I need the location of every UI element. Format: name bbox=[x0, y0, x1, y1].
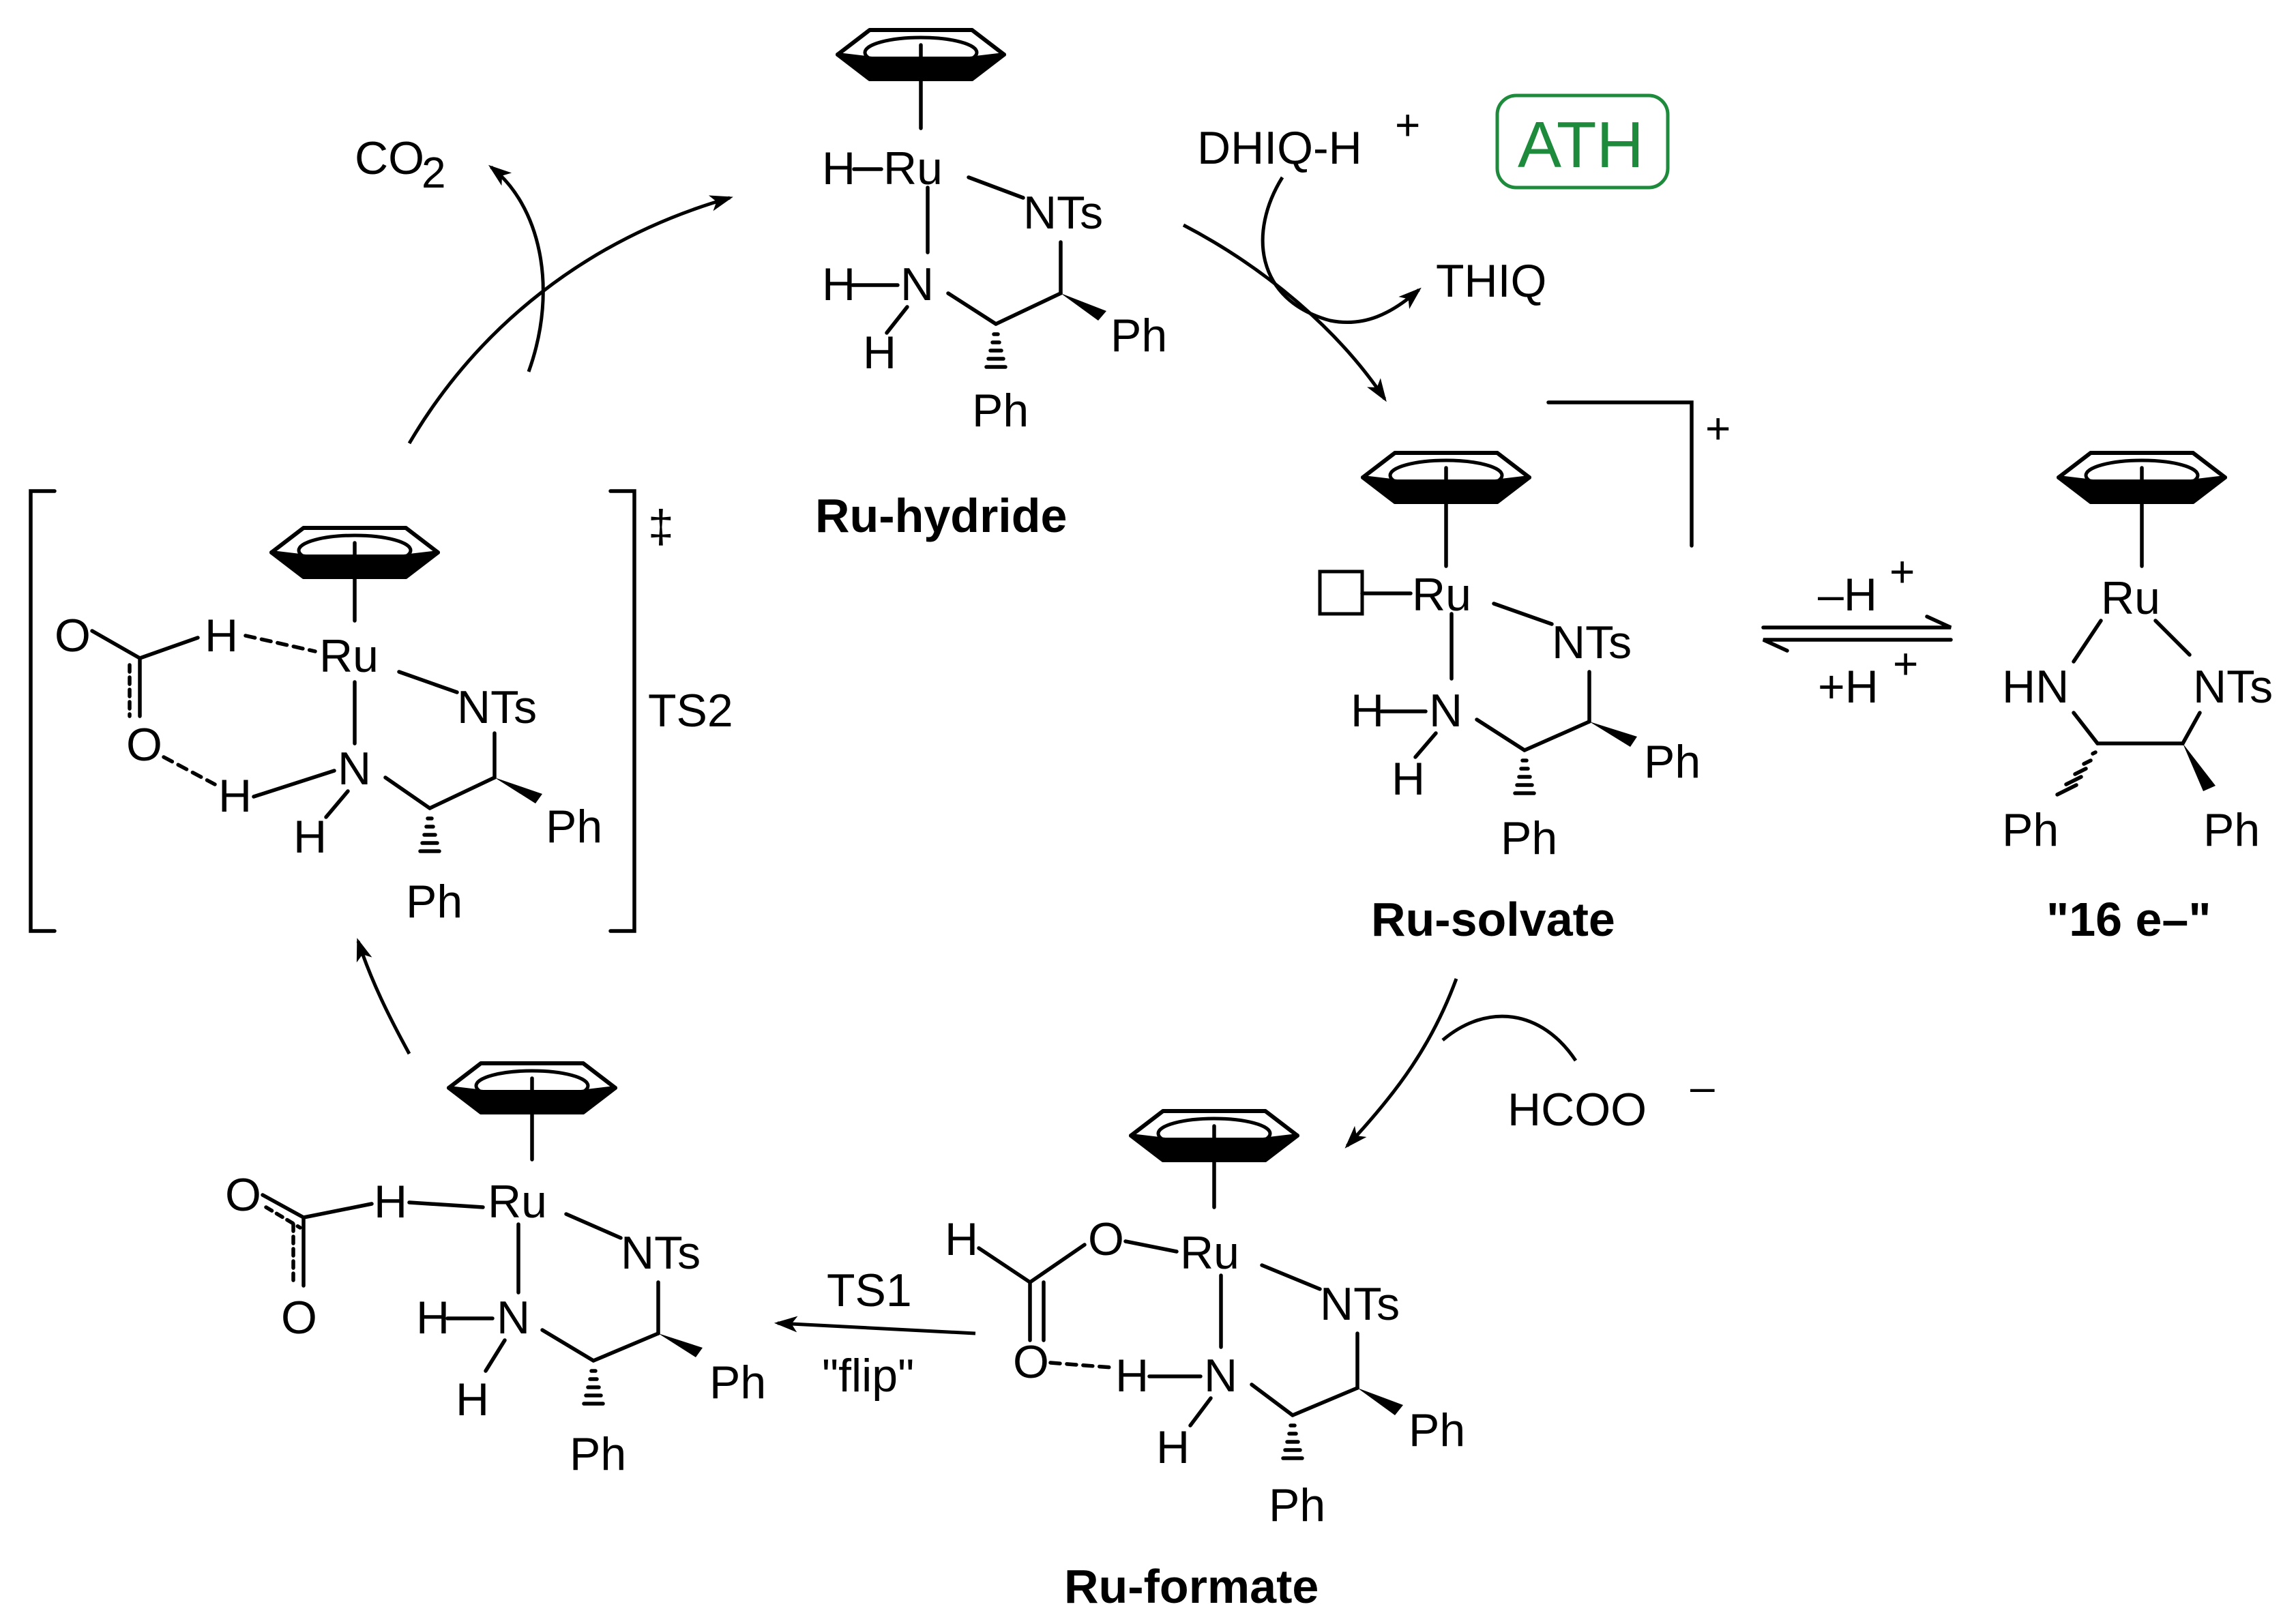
bridging-h-n: H bbox=[218, 770, 252, 822]
ru-hydride-complex: H Ru NTs N H H Ph Ph Ru-hydride bbox=[815, 30, 1167, 542]
arene-ring-icon bbox=[1131, 1111, 1297, 1160]
sixteen-electron-complex: Ru HN NTs Ph Ph "16 e–" bbox=[2002, 453, 2273, 946]
substrate-arrow bbox=[1261, 176, 1422, 325]
bridging-h-ru: H bbox=[205, 610, 238, 662]
hcoo-superscript: – bbox=[1690, 1062, 1715, 1111]
ts-bracket-right bbox=[608, 489, 636, 933]
phenyl-bottom: Ph bbox=[1269, 1479, 1325, 1531]
phenyl-right: Ph bbox=[546, 801, 602, 853]
ru-solvate-complex: Ru NTs N H H Ph Ph + Ru-solvate bbox=[1318, 400, 1731, 946]
ru-solvate-label: Ru-solvate bbox=[1371, 893, 1615, 946]
ru-atom: Ru bbox=[1412, 569, 1471, 621]
formate-o-bottom: O bbox=[126, 719, 162, 771]
arene-ring-icon bbox=[449, 1063, 615, 1112]
nts-group: NTs bbox=[457, 681, 537, 733]
amine-h2: H bbox=[1156, 1421, 1190, 1473]
amine-h2: H bbox=[863, 327, 896, 379]
nts-group: NTs bbox=[621, 1227, 701, 1279]
stereo-hash-left bbox=[2055, 750, 2098, 797]
amine-h1: H bbox=[1351, 685, 1384, 737]
co2-o-bottom: O bbox=[281, 1292, 317, 1344]
phenyl-right: Ph bbox=[1409, 1404, 1465, 1456]
equilibrium-arrows: –H + +H + bbox=[1761, 547, 1953, 713]
ts1-label: TS1 bbox=[827, 1265, 912, 1316]
phenyl-right: Ph bbox=[1110, 310, 1167, 361]
nts-group: NTs bbox=[2193, 661, 2273, 713]
ru-atom: Ru bbox=[883, 143, 943, 194]
ru-hydride-label: Ru-hydride bbox=[815, 489, 1067, 542]
phenyl-right: Ph bbox=[2203, 804, 2260, 856]
plus-charge: + bbox=[1705, 404, 1731, 453]
minus-h-sup: + bbox=[1889, 547, 1915, 596]
cycle-arrow-hydride-to-solvate bbox=[1182, 223, 1387, 402]
hydride-h: H bbox=[374, 1176, 407, 1228]
phenyl-right: Ph bbox=[709, 1357, 766, 1408]
arene-ring-icon bbox=[838, 30, 1004, 79]
plus-h-text: +H bbox=[1818, 661, 1879, 713]
amine-h: H bbox=[293, 811, 327, 863]
amine-h2: H bbox=[1392, 753, 1425, 805]
hydride-h: H bbox=[822, 143, 855, 194]
amine-n: N bbox=[338, 743, 371, 795]
ru-formate-complex: Ru O H O H N NTs H Ph Ph Ru-formate bbox=[945, 1111, 1465, 1611]
co2-text: CO bbox=[355, 132, 424, 184]
ru-atom: Ru bbox=[319, 630, 379, 682]
arene-ring-icon bbox=[2059, 453, 2225, 502]
ts-bracket-left bbox=[29, 489, 57, 933]
co2-subscript: 2 bbox=[422, 148, 446, 197]
arene-ring-icon bbox=[1363, 453, 1529, 502]
ts2-complex: Ru NTs N H H Ph Ph H O O ‡ TS2 bbox=[29, 489, 733, 933]
plus-h-sup: + bbox=[1893, 639, 1918, 688]
co2-o-top: O bbox=[225, 1169, 261, 1221]
phenyl-bottom: Ph bbox=[1501, 812, 1557, 864]
phenyl-right: Ph bbox=[1644, 736, 1701, 788]
co2-release-arrow bbox=[488, 164, 545, 372]
ath-badge-text: ATH bbox=[1518, 108, 1644, 181]
hn-group: HN bbox=[2002, 661, 2069, 713]
amine-h1: H bbox=[416, 1292, 450, 1344]
ath-badge: ATH bbox=[1495, 93, 1670, 190]
amine-h1: H bbox=[822, 258, 855, 310]
dhiq-text: DHIQ-H bbox=[1197, 122, 1362, 174]
phenyl-bottom: Ph bbox=[406, 876, 462, 928]
charge-bracket bbox=[1546, 400, 1694, 548]
ts1-flip-arrow bbox=[774, 1316, 976, 1335]
ru-atom: Ru bbox=[488, 1176, 547, 1228]
formate-h: H bbox=[945, 1213, 978, 1265]
formate-o-top: O bbox=[55, 610, 91, 662]
nts-group: NTs bbox=[1023, 187, 1103, 239]
formate-addition-arrow bbox=[1441, 1014, 1578, 1062]
ru-formate-label: Ru-formate bbox=[1064, 1560, 1319, 1611]
dhiq-superscript: + bbox=[1395, 100, 1420, 149]
phenyl-bottom: Ph bbox=[570, 1428, 626, 1480]
formate-o-bottom: O bbox=[1013, 1336, 1049, 1388]
nts-group: NTs bbox=[1320, 1278, 1400, 1330]
ru-atom: Ru bbox=[1180, 1227, 1239, 1279]
amine-n: N bbox=[1204, 1350, 1237, 1402]
dagger-mark: ‡ bbox=[648, 501, 674, 552]
vacant-site-square bbox=[1318, 570, 1364, 616]
amine-n: N bbox=[900, 258, 934, 310]
arene-ring-icon bbox=[271, 528, 438, 577]
amine-h2: H bbox=[456, 1374, 489, 1425]
phenyl-bottom: Ph bbox=[972, 385, 1029, 437]
ts2-label: TS2 bbox=[648, 685, 733, 737]
cycle-arrow-to-ts2 bbox=[356, 938, 411, 1055]
cycle-arrow-solvate-to-formate bbox=[1344, 978, 1458, 1149]
phenyl-left: Ph bbox=[2002, 804, 2059, 856]
amine-n: N bbox=[497, 1292, 530, 1344]
ru-hydride-co2-complex: Ru H NTs N H H Ph Ph O O bbox=[225, 1063, 766, 1480]
sixteen-e-label: "16 e–" bbox=[2046, 893, 2211, 946]
nts-group: NTs bbox=[1552, 617, 1632, 668]
cycle-arrow-ts2-to-hydride bbox=[407, 195, 733, 445]
minus-h-text: –H bbox=[1818, 569, 1877, 621]
bridging-h: H bbox=[1115, 1350, 1149, 1402]
amine-n: N bbox=[1429, 685, 1462, 737]
ru-atom: Ru bbox=[2101, 572, 2160, 624]
flip-label: "flip" bbox=[822, 1350, 914, 1402]
thiq-text: THIQ bbox=[1436, 255, 1546, 307]
formate-o-ru: O bbox=[1088, 1213, 1124, 1265]
hcoo-text: HCOO bbox=[1507, 1084, 1647, 1136]
